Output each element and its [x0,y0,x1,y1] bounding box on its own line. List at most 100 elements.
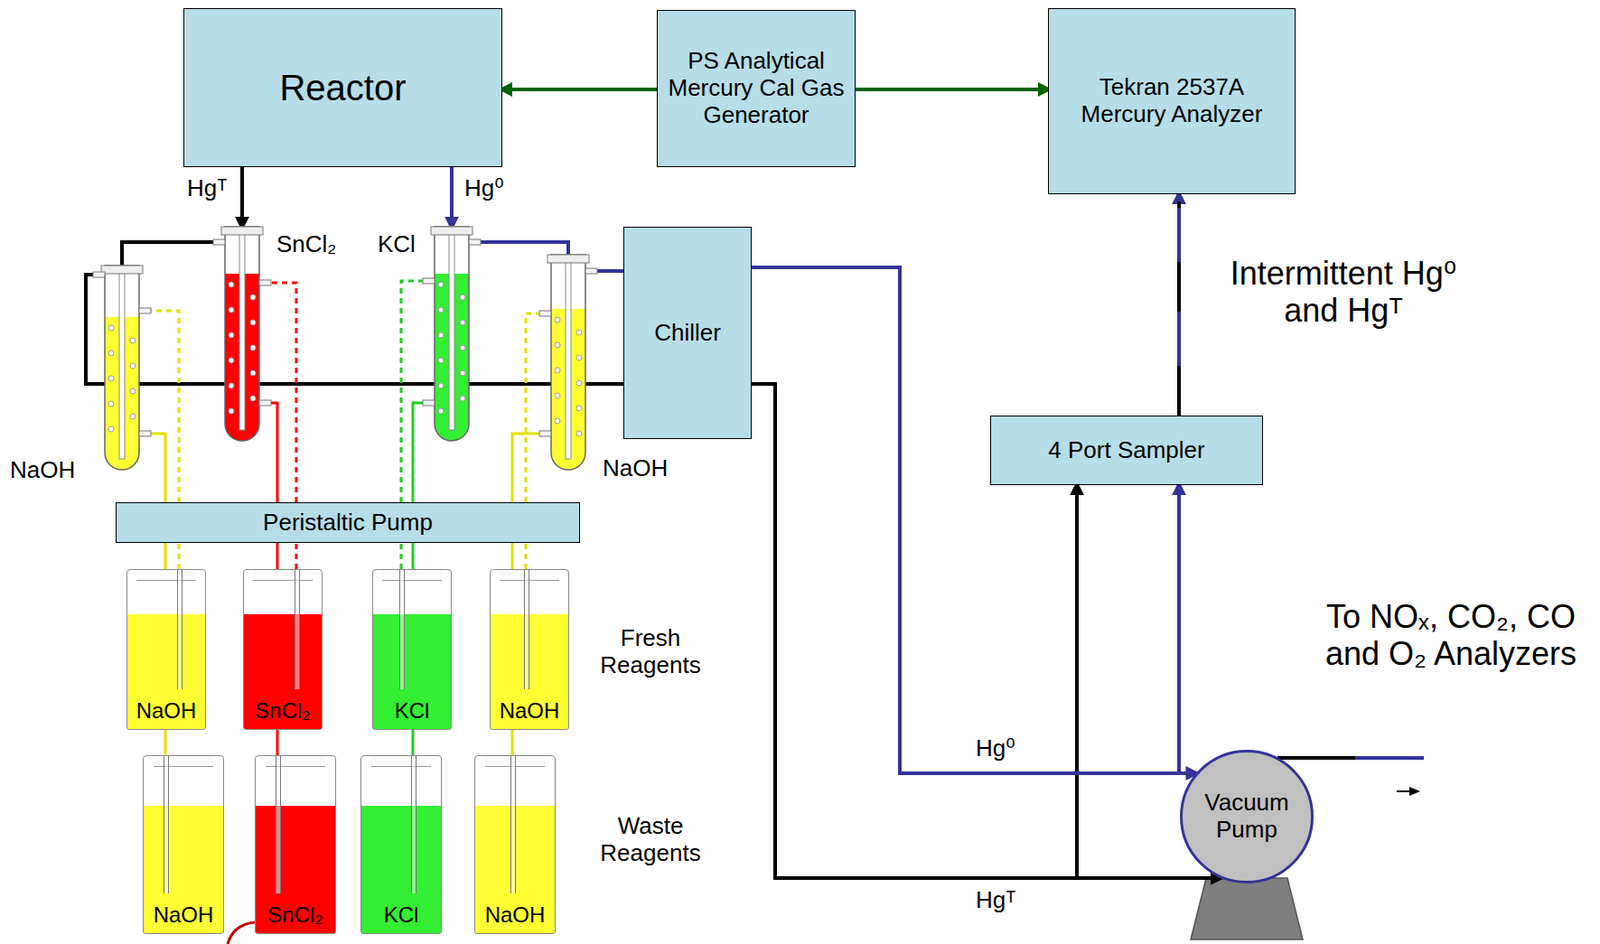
bubble [576,430,582,437]
connector [295,542,299,570]
connector [480,242,569,255]
node-text: Tekran 2537A Mercury Analyzer [1055,74,1289,129]
impinger-drawing [93,265,151,470]
node-text: 4 Port Sampler [1047,437,1205,465]
impinger-inner-tube [119,265,125,459]
bubble [108,426,114,432]
bubble [438,307,444,313]
bottle-cap [136,570,196,581]
annotation-label: Fresh Reagents [578,625,723,680]
impinger: KCl [422,226,481,441]
node-text: SnCl₂ [267,902,323,928]
connector [412,402,423,503]
bubble [459,319,466,326]
bubble [228,408,234,414]
impinger-collar [547,254,590,263]
connector [509,87,657,92]
chiller-box: Chiller [623,226,752,440]
flow-arrow [1396,790,1412,793]
bottle-tube [399,570,405,690]
node-text: NaOH [499,698,561,724]
bubble [438,383,444,389]
impinger-liquid [434,226,469,441]
connector [271,402,278,503]
bubble [438,332,444,338]
flow-label: Intermittent Hg⁰ and Hgᵀ [1210,254,1477,330]
bubble [554,317,561,323]
impinger: SnCl₂ [213,226,272,441]
bubble [459,370,466,376]
flow-label: Hgᵀ [185,175,229,203]
connector [240,167,244,220]
bubble [576,329,582,336]
waste-bottle: NaOH [142,755,225,935]
impinger-outline [551,254,586,470]
bubble [438,408,444,414]
reactor-box: Reactor [183,8,503,168]
impinger-collar [221,226,263,235]
node-text: KCl [383,902,420,928]
vacuum-pump: Vacuum Pump [1179,749,1314,884]
impinger-port [539,310,552,317]
bottle-cap [153,756,215,768]
connector [512,433,540,503]
node-text: NaOH [602,455,668,483]
connector [449,167,454,220]
reagent-bottle: SnCl₂ [243,569,323,730]
impinger-port [422,400,435,406]
connector-segment [1177,201,1181,416]
bubble [250,294,256,300]
impinger-port [422,278,435,284]
node-text: NaOH [153,902,215,928]
bubble [576,380,582,386]
bubble [554,418,561,424]
analyzer-box: Tekran 2537A Mercury Analyzer [1047,8,1296,195]
bubble [438,357,444,364]
connector [855,87,1041,92]
bottle-tube [411,756,417,894]
bubble [228,332,234,338]
impinger-port [585,268,598,274]
calibrator-box: PS Analytical Mercury Cal Gas Generator [656,9,856,168]
node-text: NaOH [136,698,197,724]
impinger-liquid [104,265,140,470]
bubble [459,294,466,300]
impinger-collar [101,265,143,274]
impinger-port [539,430,552,437]
impinger-drawing [422,226,481,441]
impinger-inner-tube [239,226,245,431]
bubble [250,395,256,402]
node-text: NaOH [9,457,75,485]
bubble [576,355,582,361]
impinger-inner-tube [449,226,455,431]
connector [150,433,166,503]
bottle-tube [523,570,530,690]
bubble [228,383,234,389]
bubble [108,350,114,356]
bubble [108,325,114,331]
connector [1177,201,1181,416]
pump-base [1190,878,1303,940]
bubble [130,413,136,420]
bottle-tube [294,570,300,690]
bubble [438,281,444,288]
bubble [250,370,256,376]
bubble [228,357,234,364]
connector [597,269,624,273]
connector [121,242,214,266]
impinger: NaOH [93,265,151,470]
waste-bottle: KCl [360,755,442,935]
bottle-cap [371,756,432,768]
waste-bottle: NaOH [474,755,556,935]
node-text: NaOH [485,902,546,928]
bubble [130,337,136,344]
bubble [576,405,582,412]
node-text: Vacuum Pump [1192,789,1301,844]
impinger-port [213,239,225,245]
bubble [108,375,114,382]
bubble [459,345,466,351]
bottle-tube [510,756,516,894]
connector [401,280,423,503]
pump-box: Peristaltic Pump [115,502,581,543]
